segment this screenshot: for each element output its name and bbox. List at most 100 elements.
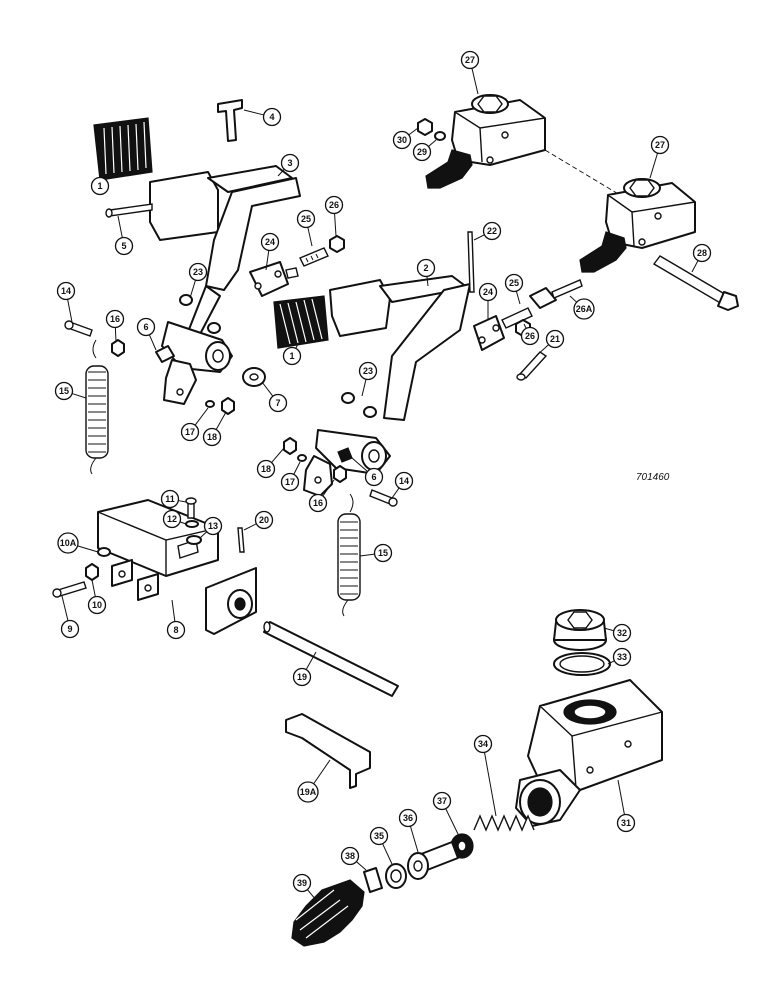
spring-15-middle [337, 493, 361, 617]
callout-leader [408, 127, 419, 136]
callout-leader [189, 279, 196, 299]
callout-leader [361, 379, 367, 397]
callout-23: 23 [358, 361, 378, 397]
callout-28: 28 [691, 243, 712, 273]
callout-circle [432, 791, 452, 811]
callout-leader [617, 779, 625, 815]
callout-4: 4 [243, 107, 282, 127]
callout-label: 27 [465, 55, 475, 65]
callout-circle [282, 346, 302, 366]
callout-circle [482, 221, 502, 241]
callout-32: 32 [603, 623, 632, 643]
cotter-20 [237, 527, 245, 553]
callout-26a: 26A [569, 295, 595, 320]
callout-leader [428, 139, 437, 147]
callout-circle [203, 516, 223, 536]
callout-2: 2 [416, 258, 436, 287]
callout-17: 17 [180, 407, 209, 442]
callout-circle [650, 135, 670, 155]
hub-pedal-3 [161, 294, 233, 405]
callout-6: 6 [351, 457, 384, 487]
callout-circle [394, 471, 414, 491]
callout-leader [473, 234, 485, 241]
callout-circle [262, 107, 282, 127]
callout-7: 7 [261, 381, 288, 413]
callout-circle [324, 195, 344, 215]
callout-leader [117, 215, 123, 238]
callout-14: 14 [391, 471, 414, 499]
callout-label: 9 [67, 624, 72, 634]
callout-label: 6 [143, 322, 148, 332]
callout-circle [545, 329, 565, 349]
callout-circle [188, 262, 208, 282]
nut-30 [417, 118, 433, 136]
callout-label: 11 [165, 494, 175, 504]
cap-32 [553, 609, 607, 651]
pedal-pad-1-upper [93, 117, 153, 181]
callout-label: 23 [193, 267, 203, 277]
callout-leader [215, 411, 227, 430]
callout-leader [426, 276, 429, 287]
callout-label: 36 [403, 813, 413, 823]
callout-circle [412, 142, 432, 162]
master-cylinder-right [579, 178, 696, 273]
callout-label: 1 [97, 181, 102, 191]
callout-12: 12 [162, 509, 187, 529]
callout-circle [254, 510, 274, 530]
small-hardware-middle [283, 437, 398, 507]
bracket-19A [285, 713, 371, 789]
callout-37: 37 [432, 791, 459, 835]
callout-leader [603, 627, 614, 632]
callout-circle [56, 281, 76, 301]
callout-circle [460, 50, 480, 70]
callout-circle [57, 532, 79, 554]
callout-leader [649, 152, 659, 179]
callout-circle [256, 459, 276, 479]
callout-8: 8 [166, 599, 186, 640]
callout-leader [409, 826, 419, 853]
callouts-layer: 273029272843152226252422325242626A211416… [54, 50, 712, 901]
callout-13: 13 [199, 516, 223, 539]
callout-27: 27 [649, 135, 670, 179]
callout-17: 17 [280, 461, 301, 492]
callout-leader [569, 295, 578, 303]
pedal-arm-2 [329, 275, 471, 421]
callout-leader [445, 808, 459, 835]
master-cylinder-31 [515, 679, 663, 827]
callout-label: 17 [285, 477, 295, 487]
callout-leader [295, 343, 299, 349]
callout-19a: 19A [297, 759, 331, 803]
callout-16: 16 [308, 479, 335, 513]
callout-leader [104, 173, 109, 180]
callout-label: 25 [301, 214, 311, 224]
callout-label: 24 [483, 287, 493, 297]
callout-label: 26 [329, 200, 339, 210]
washer-7 [242, 367, 266, 387]
gasket-33 [553, 652, 611, 676]
callout-leader [148, 334, 157, 351]
callout-leader [293, 461, 301, 475]
callout-leader [515, 291, 521, 305]
callout-circle [87, 595, 107, 615]
nut-13 [186, 535, 202, 545]
callout-35: 35 [369, 826, 393, 865]
piston-36 [407, 841, 459, 880]
callout-circle [473, 734, 493, 754]
callout-label: 29 [417, 147, 427, 157]
bracket-24-upper [249, 261, 299, 297]
callout-circle [416, 258, 436, 278]
callout-3: 3 [277, 153, 300, 177]
callout-circle [297, 781, 319, 803]
callout-16: 16 [105, 309, 125, 343]
callout-leader [523, 323, 527, 329]
callout-label: 15 [378, 548, 388, 558]
callout-9: 9 [60, 595, 80, 639]
callout-label: 3 [287, 158, 292, 168]
callout-label: 24 [265, 237, 275, 247]
callout-leader [322, 479, 335, 497]
callout-24: 24 [260, 232, 280, 271]
washer-10A [97, 547, 111, 557]
bracket-24-middle [473, 315, 505, 351]
snap-ring-38 [363, 867, 383, 893]
